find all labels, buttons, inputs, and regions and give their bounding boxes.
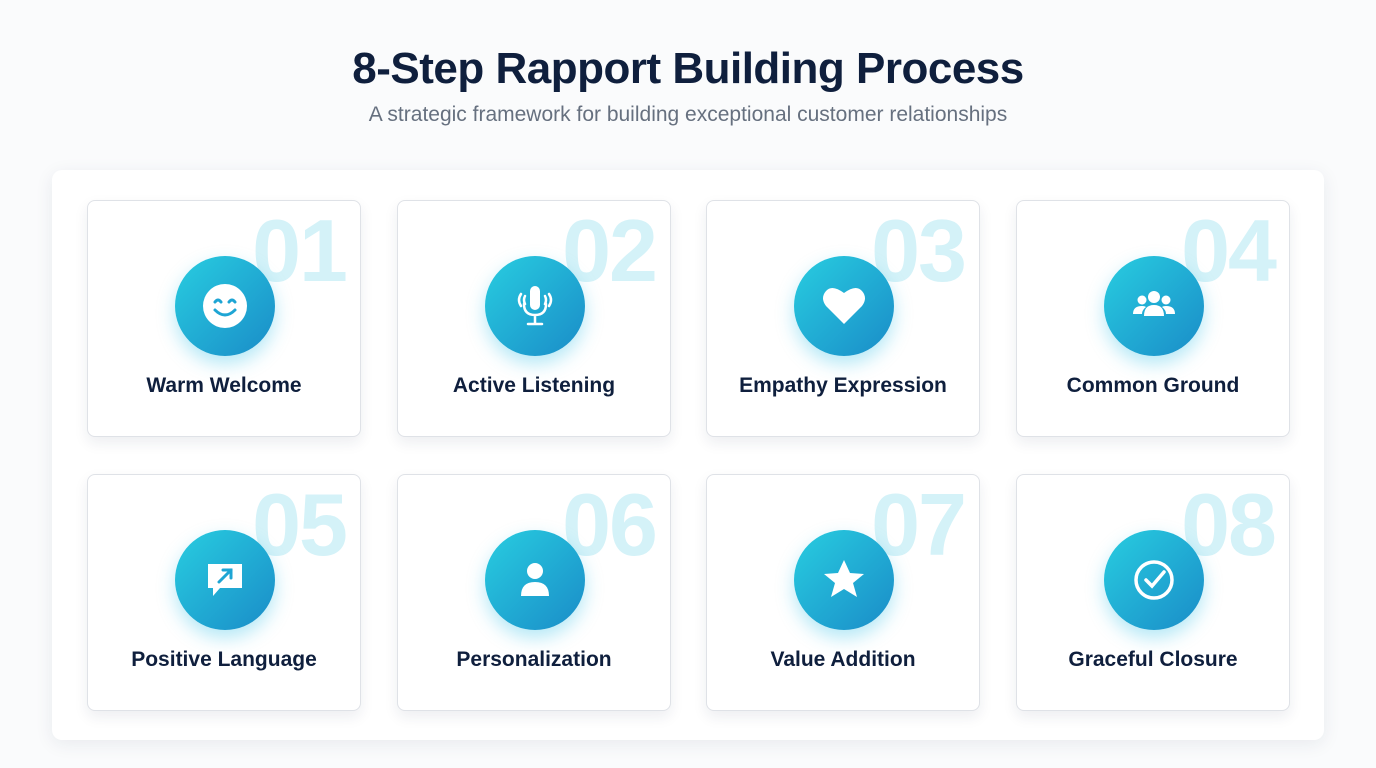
smile-icon [175,256,275,356]
microphone-icon [485,256,585,356]
users-icon [1104,256,1204,356]
step-label: Warm Welcome [146,374,302,397]
step-label: Empathy Expression [739,374,947,397]
check-circle-icon [1104,530,1204,630]
step-card: 05 Positive Language [87,474,361,711]
user-icon [485,530,585,630]
step-card: 02 Active Listening [397,200,671,437]
chat-arrow-icon [175,530,275,630]
star-icon [794,530,894,630]
step-label: Active Listening [452,374,616,397]
step-label: Common Ground [1066,374,1240,397]
step-card: 07 Value Addition [706,474,980,711]
step-label: Positive Language [131,648,317,671]
page-subtitle: A strategic framework for building excep… [368,103,1008,126]
step-card: 06 Personalization [397,474,671,711]
step-label: Value Addition [770,648,916,671]
step-label: Personalization [456,648,612,671]
heart-icon [794,256,894,356]
page-title: 8-Step Rapport Building Process [352,44,1024,93]
step-label: Graceful Closure [1068,648,1238,671]
step-card: 03 Empathy Expression [706,200,980,437]
step-card: 04 Common Ground [1016,200,1290,437]
step-card: 08 Graceful Closure [1016,474,1290,711]
step-card: 01 Warm Welcome [87,200,361,437]
